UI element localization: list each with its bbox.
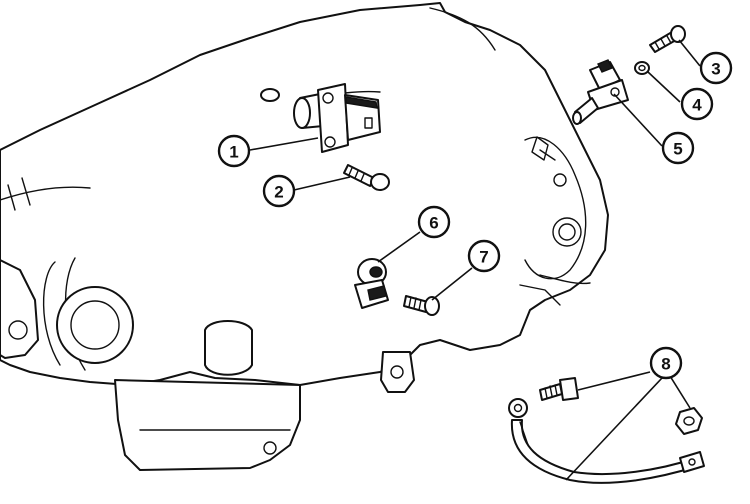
ground-strap-part (508, 377, 705, 484)
leader-lines (249, 39, 701, 481)
callout-8-label: 8 (661, 355, 670, 374)
callout-2: 2 (262, 174, 296, 208)
callout-7: 7 (467, 239, 501, 273)
callout-4: 4 (680, 87, 714, 121)
leader-6 (377, 231, 421, 263)
callout-5: 5 (661, 131, 695, 165)
callout-4-label: 4 (692, 96, 702, 115)
leader-7 (431, 267, 473, 301)
callout-3: 3 (699, 51, 733, 85)
camshaft-sensor-part (260, 83, 381, 153)
washer-part (634, 61, 650, 75)
knock-sensor-part (354, 258, 389, 309)
callout-1: 1 (217, 134, 251, 168)
leader-8b (669, 375, 691, 409)
callout-1-label: 1 (229, 143, 238, 162)
knock-sensor-bolt-part (403, 295, 440, 316)
leader-8a (577, 371, 651, 391)
leader-1 (249, 137, 319, 151)
leader-3 (678, 39, 701, 67)
callout-3-label: 3 (711, 60, 720, 79)
sensor-bolt-part (343, 164, 390, 191)
callout-7-label: 7 (479, 248, 488, 267)
leader-2 (293, 176, 351, 191)
leader-4 (647, 71, 681, 103)
leader-8c (565, 377, 663, 481)
callout-2-label: 2 (274, 183, 283, 202)
engine-block (0, 2, 609, 471)
callout-6: 6 (417, 205, 451, 239)
crank-sensor-bolt-part (649, 25, 686, 53)
callout-5-label: 5 (673, 140, 682, 159)
callout-8: 8 (649, 346, 683, 380)
leader-5 (613, 93, 663, 147)
crankshaft-sensor-part (572, 59, 629, 125)
callout-6-label: 6 (429, 214, 438, 233)
